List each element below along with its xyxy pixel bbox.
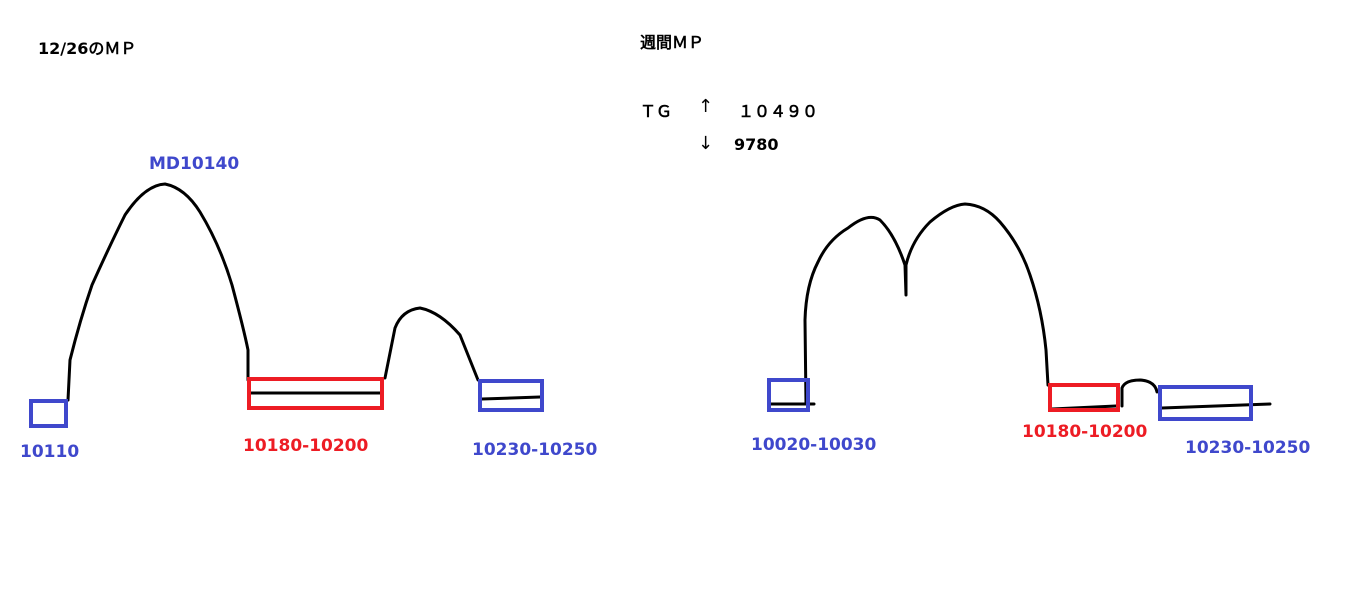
right-label-high: 10230-10250 xyxy=(1185,438,1311,458)
left-tail-line xyxy=(480,395,542,401)
up-value: １０４９０ xyxy=(738,102,819,121)
right-title: 週間ＭＰ xyxy=(640,33,705,52)
right-small-bump xyxy=(1120,378,1159,408)
right-profile-curve xyxy=(803,202,1050,406)
left-label-low: 10110 xyxy=(20,442,80,462)
down-value: 9780 xyxy=(734,135,779,154)
left-profile-curve xyxy=(66,182,250,402)
right-value-box-mid xyxy=(1048,383,1120,412)
peak-label: MD10140 xyxy=(149,154,240,174)
left-value-box-high xyxy=(478,379,544,412)
down-arrow-icon: ↓ xyxy=(698,133,714,154)
right-label-low: 10020-10030 xyxy=(751,435,877,455)
left-value-box-mid xyxy=(247,377,384,410)
right-tail-line xyxy=(1160,402,1272,410)
tg-label: ＴＧ xyxy=(640,102,673,121)
right-label-mid: 10180-10200 xyxy=(1022,422,1148,442)
right-value-box-high xyxy=(1158,385,1253,421)
left-title: 12/26のＭＰ xyxy=(38,39,137,58)
left-value-box-low xyxy=(29,399,68,428)
right-value-box-low xyxy=(767,378,810,412)
left-label-high: 10230-10250 xyxy=(472,440,598,460)
up-arrow-icon: ↑ xyxy=(698,96,714,117)
left-label-mid: 10180-10200 xyxy=(243,436,369,456)
left-second-curve xyxy=(383,306,480,382)
